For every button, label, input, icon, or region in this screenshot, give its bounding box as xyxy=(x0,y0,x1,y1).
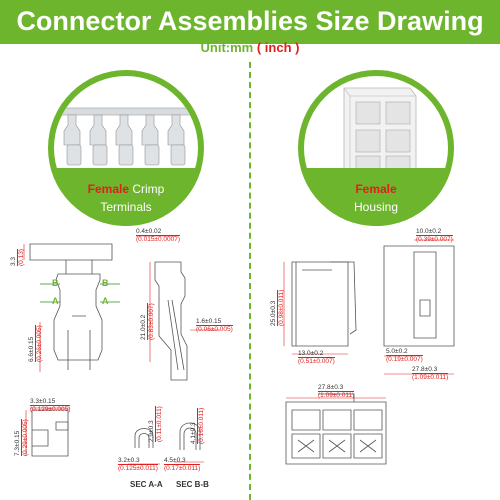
title-banner xyxy=(0,0,500,44)
dim-3-3b: 3.3±0.15(0.129±0.005) xyxy=(30,398,71,413)
caption-crimp-word: Crimp xyxy=(129,182,165,196)
dim-1-6: 1.6±0.15(0.06±0.005) xyxy=(196,318,233,333)
terminals-caption-line1: Female Crimp xyxy=(48,182,204,196)
center-divider xyxy=(249,62,251,500)
section-b-label-right: B xyxy=(102,278,109,288)
terminals-caption-band: Female Crimp Terminals xyxy=(48,168,204,226)
dim-10: 10.0±0.2(0.39±0.007) xyxy=(416,228,453,243)
housing-photo-badge: Female Housing xyxy=(298,70,454,226)
caption-female-word: Female xyxy=(87,182,129,196)
terminals-caption-line2: Terminals xyxy=(100,200,152,214)
dim-4-5: 4.5±0.3(0.17±0.011) xyxy=(164,457,201,472)
section-a-label-left: A xyxy=(52,296,59,306)
housing-caption-band: Female Housing xyxy=(298,168,454,226)
section-a-label-right: A xyxy=(102,296,109,306)
unit-prefix: Unit:mm xyxy=(200,40,254,55)
dim-5: 5.0±0.2(0.19±0.007) xyxy=(386,348,423,363)
unit-suffix: ( inch ) xyxy=(256,40,300,55)
housing-caption-line2: Housing xyxy=(353,200,399,214)
dim-27-8: 27.8±0.3(1.09±0.011) xyxy=(412,366,449,381)
sec-b-b-label: SEC B-B xyxy=(176,480,209,489)
section-b-label-left: B xyxy=(52,278,59,288)
dim-13: 13.0±0.2(0.51±0.007) xyxy=(298,350,335,365)
page-title: Connector Assemblies Size Drawing xyxy=(16,6,484,36)
terminals-photo-badge: Female Crimp Terminals xyxy=(48,70,204,226)
terminal-technical-drawing xyxy=(23,235,220,465)
housing-illustration xyxy=(343,87,417,177)
housing-caption-line1: Female xyxy=(298,182,454,196)
dim-3-2: 3.2±0.3(0.125±0.011) xyxy=(118,457,158,472)
crimp-terminals-illustration xyxy=(59,107,193,166)
unit-line: Unit:mm ( inch ) xyxy=(0,40,500,55)
sec-a-a-label: SEC A-A xyxy=(130,480,163,489)
dim-25: 25.0±0.3(0.98±0.011) xyxy=(270,289,285,326)
dim-27-8b: 27.8±0.3(1.09±0.011) xyxy=(318,384,355,399)
dim-0-4: 0.4±0.02(0.015±0.0007) xyxy=(136,228,181,243)
caption-female-word-right: Female xyxy=(355,182,397,196)
